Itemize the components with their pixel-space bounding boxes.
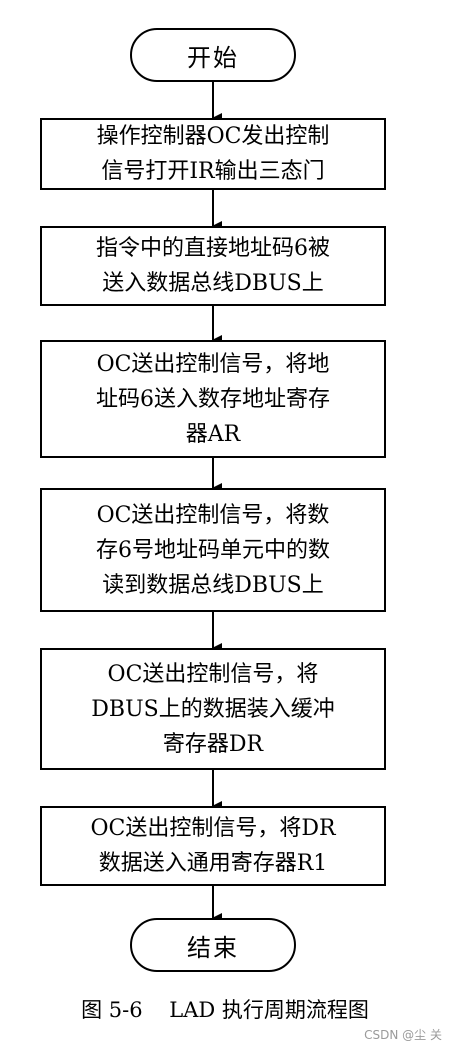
step-1-line-1: 操作控制器OC发出控制 bbox=[96, 124, 330, 149]
step-1-box: 操作控制器OC发出控制 信号打开IR输出三态门 bbox=[40, 118, 386, 190]
step-4-line-2: 存6号地址码单元中的数 bbox=[96, 537, 330, 563]
step-6-line-2: 数据送入通用寄存器R1 bbox=[98, 851, 328, 876]
start-label: 开始 bbox=[187, 43, 239, 72]
step-5-line-2: DBUS上的数据装入缓冲 bbox=[91, 696, 335, 722]
step-3-line-1: OC送出控制信号，将地 bbox=[96, 351, 330, 377]
step-2-box: 指令中的直接地址码6被 送入数据总线DBUS上 bbox=[40, 226, 386, 306]
step-4-line-3: 读到数据总线DBUS上 bbox=[102, 572, 324, 598]
watermark: CSDN @尘 关 bbox=[364, 1028, 442, 1042]
step-3-box: OC送出控制信号，将地 址码6送入数存地址寄存 器AR bbox=[40, 340, 386, 458]
end-label: 结束 bbox=[187, 933, 239, 962]
step-2-line-1: 指令中的直接地址码6被 bbox=[96, 236, 330, 261]
figure-caption: 图 5-6 LAD 执行周期流程图 bbox=[81, 998, 369, 1022]
end-terminal: 结束 bbox=[130, 918, 296, 972]
step-4-box: OC送出控制信号，将数 存6号地址码单元中的数 读到数据总线DBUS上 bbox=[40, 488, 386, 612]
step-6-line-1: OC送出控制信号，将DR bbox=[90, 816, 336, 841]
step-4-line-1: OC送出控制信号，将数 bbox=[96, 502, 330, 528]
step-3-line-3: 器AR bbox=[185, 421, 241, 447]
step-2-line-2: 送入数据总线DBUS上 bbox=[102, 271, 324, 296]
step-5-line-1: OC送出控制信号，将 bbox=[107, 661, 319, 687]
step-5-line-3: 寄存器DR bbox=[162, 731, 264, 757]
step-1-line-2: 信号打开IR输出三态门 bbox=[101, 159, 325, 184]
step-6-box: OC送出控制信号，将DR 数据送入通用寄存器R1 bbox=[40, 806, 386, 886]
step-5-box: OC送出控制信号，将 DBUS上的数据装入缓冲 寄存器DR bbox=[40, 648, 386, 770]
start-terminal: 开始 bbox=[130, 28, 296, 82]
step-3-line-2: 址码6送入数存地址寄存 bbox=[96, 386, 330, 412]
